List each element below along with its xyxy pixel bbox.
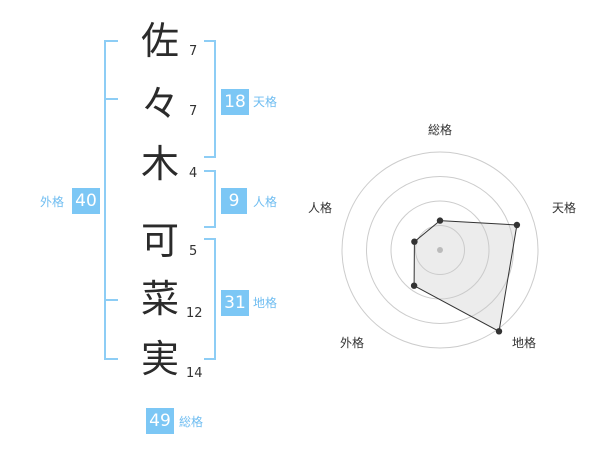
radar-ring-1 bbox=[415, 225, 465, 275]
name-char-2: 々 bbox=[140, 82, 179, 126]
gaikaku-badge: 40 bbox=[72, 188, 100, 214]
radar-point-5 bbox=[411, 238, 418, 245]
radar-axis-label-chikaku: 地格 bbox=[512, 336, 537, 350]
stroke-count-1: 7 bbox=[189, 44, 198, 59]
jinkaku-label: 人格 bbox=[253, 195, 278, 209]
name-char-4: 可 bbox=[140, 219, 179, 263]
radar-axis-label-tenkaku: 天格 bbox=[552, 201, 577, 215]
radar-data-polygon bbox=[413, 220, 518, 333]
soukaku-badge: 49 bbox=[146, 408, 174, 434]
name-char-1: 佐 bbox=[140, 19, 179, 63]
radar-center-dot bbox=[437, 247, 443, 253]
stroke-count-3: 4 bbox=[189, 166, 198, 181]
radar-point-4 bbox=[410, 282, 418, 289]
jinkaku-badge: 9 bbox=[221, 188, 247, 214]
radar-ring-4 bbox=[341, 151, 539, 349]
stroke-count-2: 7 bbox=[189, 104, 198, 119]
stroke-count-6: 14 bbox=[186, 366, 203, 381]
stroke-count-4: 5 bbox=[189, 244, 198, 259]
name-char-5: 菜 bbox=[140, 277, 179, 321]
radar-ring-2 bbox=[390, 200, 490, 300]
chikaku-label: 地格 bbox=[253, 296, 278, 310]
radar-axis-label-soukaku: 総格 bbox=[428, 123, 453, 137]
radar-point-3 bbox=[495, 328, 503, 335]
tenkaku-badge: 18 bbox=[221, 89, 249, 115]
radar-axis-label-gaikaku: 外格 bbox=[340, 336, 365, 350]
radar-axis-label-jinkaku: 人格 bbox=[308, 201, 333, 215]
soukaku-label: 総格 bbox=[179, 415, 204, 429]
name-char-3: 木 bbox=[140, 142, 179, 186]
chikaku-badge: 31 bbox=[221, 290, 249, 316]
radar-point-1 bbox=[436, 217, 444, 224]
radar-point-2 bbox=[513, 221, 521, 229]
name-char-6: 実 bbox=[140, 337, 179, 381]
radar-ring-3 bbox=[366, 176, 514, 324]
tenkaku-label: 天格 bbox=[253, 95, 278, 109]
stroke-count-5: 12 bbox=[186, 306, 203, 321]
gaikaku-label: 外格 bbox=[40, 195, 65, 209]
